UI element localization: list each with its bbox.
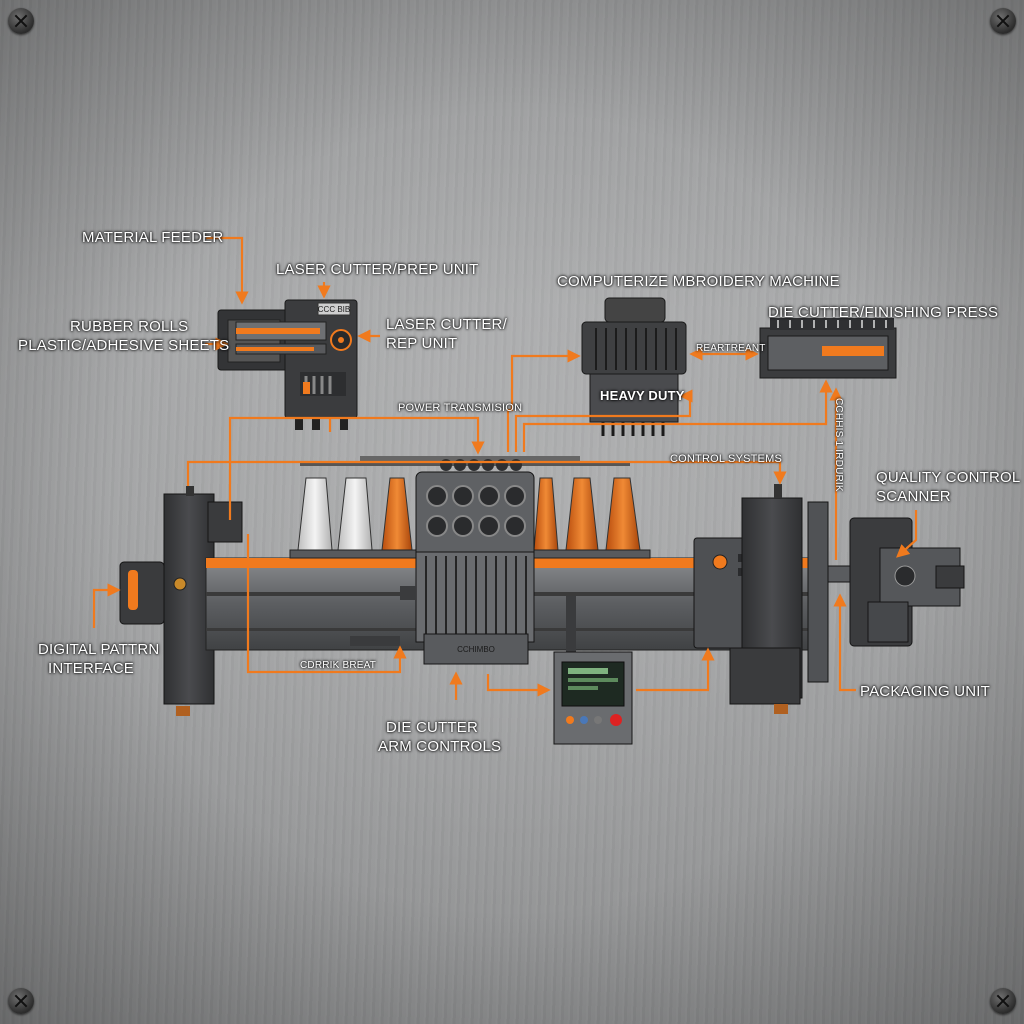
label-packaging-unit: PACKAGING UNIT [860, 683, 991, 700]
embroidery-machine-small [581, 297, 687, 436]
label-heavy-duty: HEAVY DUTY [600, 388, 685, 403]
screw-icon [8, 8, 34, 34]
label-material-feeder: MATERIAL FEEDER [82, 229, 224, 246]
label-embroidery-machine: COMPUTERIZE MBROIDERY MACHINE [557, 273, 840, 290]
connector-lines [92, 236, 918, 700]
main-line: CCHIMBO [119, 456, 965, 745]
label-cdrrik-breat: CDRRIK BREAT [300, 660, 377, 671]
label-quality-control-2: SCANNER [876, 488, 951, 505]
label-laser-cutter-side-1: LASER CUTTER/ [386, 316, 507, 333]
screw-icon [8, 988, 34, 1014]
label-die-cutter-arm-2: ARM CONTROLS [378, 738, 502, 755]
label-die-cutter-press: DIE CUTTER/FINISHING PRESS [768, 304, 999, 321]
die-cutter-press [759, 318, 897, 379]
label-digital-pattern-1: DIGITAL PATTRN [38, 641, 160, 658]
label-plastic-sheets: PLASTIC/ADHESIVE SHEETS [18, 337, 230, 354]
screw-icon [990, 8, 1016, 34]
label-laser-cutter-top: LASER CUTTER/PREP UNIT [276, 261, 479, 278]
label-reartreant: REARTREANT [696, 343, 766, 354]
label-quality-control-1: QUALITY CONTROL [876, 469, 1021, 486]
label-rubber-rolls: RUBBER ROLLS [70, 318, 189, 335]
label-digital-pattern-2: INTERFACE [48, 660, 134, 677]
label-laser-cutter-side-2: REP UNIT [386, 335, 458, 352]
label-cchhis: CCHHIS 1 IRDURIK [833, 398, 844, 492]
head-plate-text: CCHIMBO [457, 645, 495, 654]
laser-prep-unit: CCC BIB [217, 299, 358, 430]
label-die-cutter-arm-1: DIE CUTTER [386, 719, 478, 736]
screw-icon [990, 988, 1016, 1014]
feeder-plate-text: CCC BIB [318, 305, 350, 314]
label-control-systems: CONTROL SYSTEMS [670, 453, 782, 465]
label-power-transmission: POWER TRANSMISION [398, 402, 523, 414]
